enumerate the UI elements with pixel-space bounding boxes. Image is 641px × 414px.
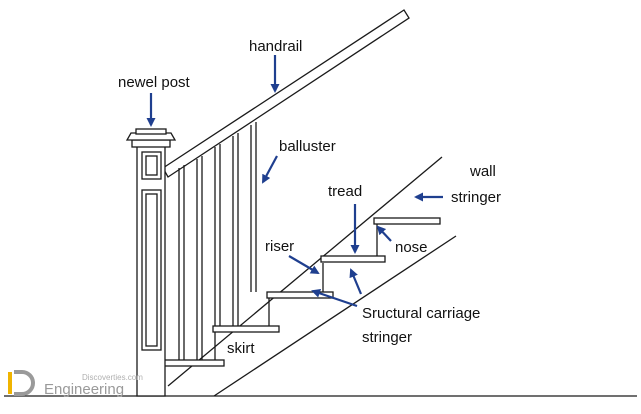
- label-handrail: handrail: [249, 38, 302, 55]
- callout-arrows: [146, 55, 443, 308]
- tread-3: [266, 291, 334, 299]
- balusters: [178, 122, 257, 360]
- label-skirt: skirt: [227, 340, 255, 357]
- label-tread: tread: [328, 183, 362, 200]
- label-nose: nose: [395, 239, 428, 256]
- label-wall-stringer-1: wall: [469, 163, 496, 180]
- tread-4: [320, 255, 386, 263]
- carriage-stringer: [213, 235, 457, 397]
- label-carriage-1: Sructural carriage: [362, 305, 480, 322]
- label-wall-stringer-2: stringer: [451, 189, 501, 206]
- watermark-url: Discoverties.com: [82, 373, 143, 382]
- balluster-arrow: [262, 155, 278, 184]
- newel-post: [125, 128, 177, 397]
- carriage-arrow: [311, 288, 358, 308]
- nose-arrow: [376, 225, 392, 242]
- watermark-brand: Engineering: [44, 381, 124, 398]
- label-riser: riser: [265, 238, 294, 255]
- handrail: [162, 9, 410, 178]
- top-tread: [373, 217, 441, 225]
- label-balluster: balluster: [279, 138, 336, 155]
- riser-arrow: [288, 255, 320, 275]
- stair-steps: [159, 217, 441, 367]
- engineering-logo-icon: [8, 370, 35, 396]
- tread-2: [212, 325, 280, 333]
- carriage-arrow-2: [349, 268, 363, 295]
- label-newel-post: newel post: [118, 74, 191, 91]
- label-carriage-2: stringer: [362, 329, 412, 346]
- bottom-tread: [159, 359, 225, 367]
- watermark: Discoverties.com Engineering: [8, 370, 143, 398]
- wall-stringer: [167, 156, 443, 387]
